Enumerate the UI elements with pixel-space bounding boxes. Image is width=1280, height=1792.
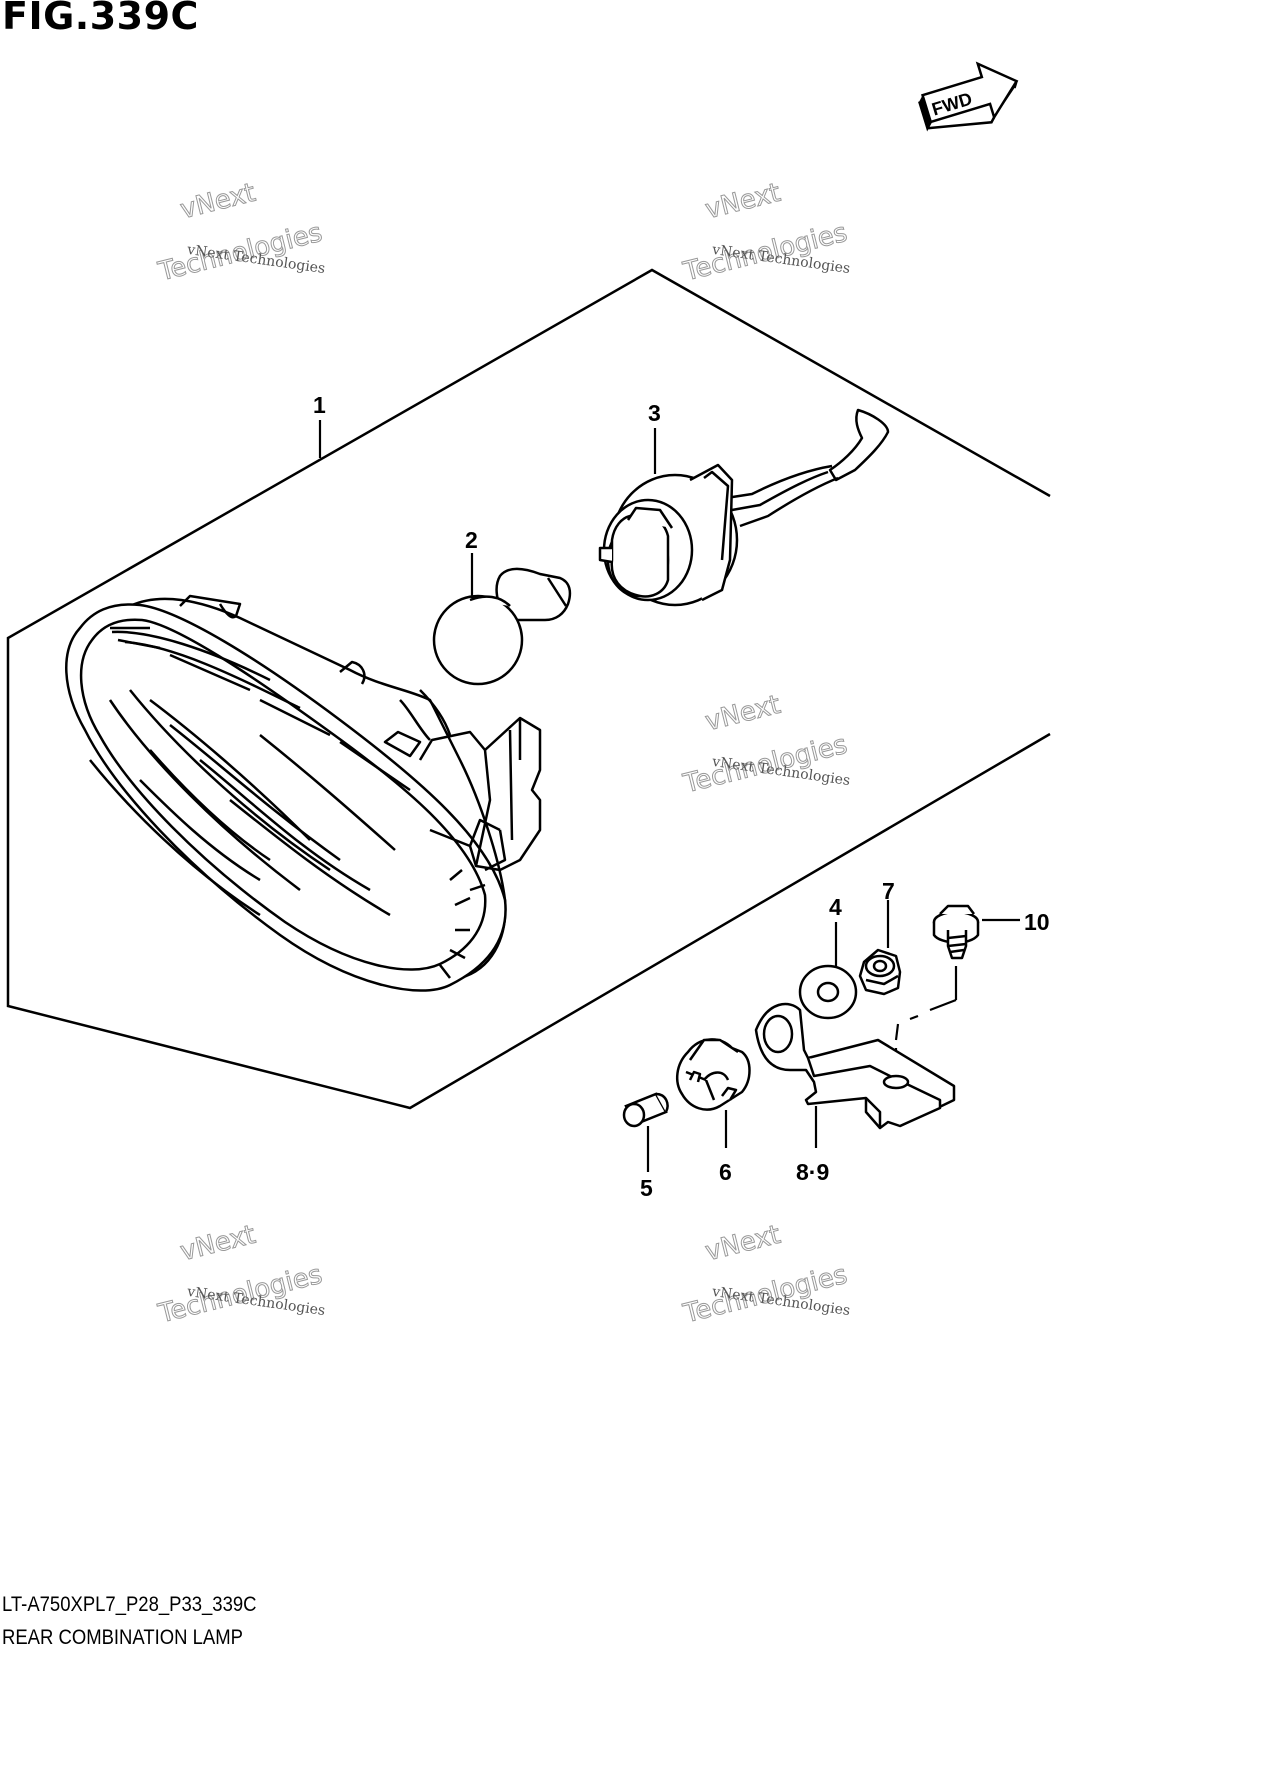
fwd-arrow-icon: FWD [918,61,1019,132]
watermark: vNext Technologies vNext Technologies [679,177,851,288]
callout-10: 10 [1024,909,1050,935]
nut [858,948,902,996]
callout-8-9: 8·9 [796,1159,829,1185]
collar [622,1092,669,1128]
callout-2: 2 [465,527,478,553]
callout-3: 3 [648,400,661,426]
bulb-socket [598,408,890,607]
svg-text:vNext: vNext [177,178,258,225]
rear-combination-lamp [65,594,542,992]
figure-name: REAR COMBINATION LAMP [2,1626,243,1649]
assembly-outline [6,268,1051,1110]
bolt-centerline [894,966,958,1062]
leader-lines [318,420,1020,1172]
washer [798,964,858,1020]
figure-code: LT-A750XPL7_P28_P33_339C [2,1593,257,1616]
callout-6: 6 [719,1159,732,1185]
callout-4: 4 [829,894,842,920]
svg-text:vNext: vNext [702,1220,783,1267]
callout-labels: 1 2 3 4 5 6 7 8·9 10 [313,392,1050,1201]
bracket [754,1002,956,1130]
callout-5: 5 [640,1175,653,1201]
watermark: vNext Technologies vNext Technologies [679,1219,851,1330]
svg-text:vNext: vNext [702,690,783,737]
watermark: vNext Technologies vNext Technologies [154,1219,326,1330]
callout-1: 1 [313,392,326,418]
bulb [432,567,572,686]
svg-text:vNext: vNext [702,178,783,225]
figure-title: FIG.339C [2,0,199,38]
bolt [932,904,980,960]
watermark: vNext Technologies vNext Technologies [679,689,851,800]
watermark: vNext Technologies vNext Technologies [154,177,326,288]
svg-text:vNext: vNext [177,1220,258,1267]
callout-7: 7 [882,878,895,904]
grommet [675,1038,751,1111]
